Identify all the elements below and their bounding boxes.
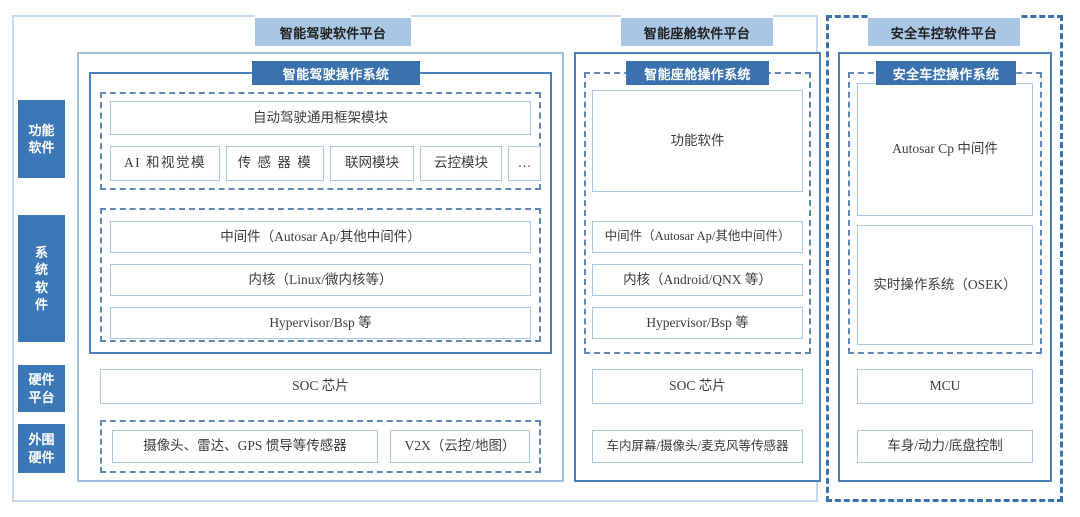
banner-mask-cockpit-platform [621,14,773,18]
row-label-line: 统 [34,262,48,278]
box-driving-v2x: V2X（云控/地图） [390,430,530,463]
row-label-line: 硬件 [28,449,55,465]
banner-cockpit-os: 智能座舱操作系统 [626,61,769,85]
banner-mask-driving-platform [255,14,411,18]
box-driving-framework: 自动驾驶通用框架模块 [110,101,531,135]
box-cockpit-soc: SOC 芯片 [592,369,803,404]
box-driving-kernel: 内核（Linux/微内核等） [110,264,531,296]
row-label-line: 系 [34,245,48,261]
banner-safety-os: 安全车控操作系统 [876,61,1016,85]
box-driving-sensors: 摄像头、雷达、GPS 惯导等传感器 [112,430,378,463]
box-cockpit-function-software: 功能软件 [592,90,803,192]
row-label-hardware-platform: 硬件 平台 [18,365,65,412]
banner-safety-platform: 安全车控软件平台 [868,18,1020,46]
row-label-line: 件 [34,296,48,312]
row-label-line: 软件 [28,140,55,155]
box-safety-body-control: 车身/动力/底盘控制 [857,430,1033,463]
row-label-line: 外围 [28,432,55,448]
box-driving-middleware: 中间件（Autosar Ap/其他中间件） [110,221,531,253]
row-label-line: 硬件 [28,372,55,388]
banner-driving-os: 智能驾驶操作系统 [252,61,420,85]
box-safety-autosar-cp: Autosar Cp 中间件 [857,83,1033,216]
box-cockpit-hypervisor: Hypervisor/Bsp 等 [592,307,803,339]
box-driving-module-network: 联网模块 [330,146,414,181]
banner-driving-platform: 智能驾驶软件平台 [255,18,411,46]
box-safety-rtos: 实时操作系统（OSEK） [857,225,1033,345]
box-safety-mcu: MCU [857,369,1033,404]
box-driving-module-ai-vision: AI 和视觉模 [110,146,220,181]
box-cockpit-kernel: 内核（Android/QNX 等） [592,264,803,296]
row-label-line: 平台 [28,389,55,405]
box-cockpit-middleware: 中间件（Autosar Ap/其他中间件） [592,221,803,253]
banner-cockpit-platform: 智能座舱软件平台 [621,18,773,46]
row-label-peripheral-hardware: 外围 硬件 [18,424,65,473]
box-driving-module-ellipsis: … [508,146,541,181]
box-cockpit-sensors: 车内屏幕/摄像头/麦克风等传感器 [592,430,803,463]
box-driving-module-cloud-control: 云控模块 [420,146,502,181]
row-label-system-software: 系 统 软 件 [18,215,65,342]
box-driving-hypervisor: Hypervisor/Bsp 等 [110,307,531,339]
row-label-line: 软 [34,279,48,295]
box-driving-soc: SOC 芯片 [100,369,541,404]
row-label-function-software: 功能 软件 [18,100,65,178]
row-label-line: 功能 [28,122,55,138]
box-driving-module-sensor: 传 感 器 模 [226,146,324,181]
banner-mask-safety-platform [868,13,1020,19]
